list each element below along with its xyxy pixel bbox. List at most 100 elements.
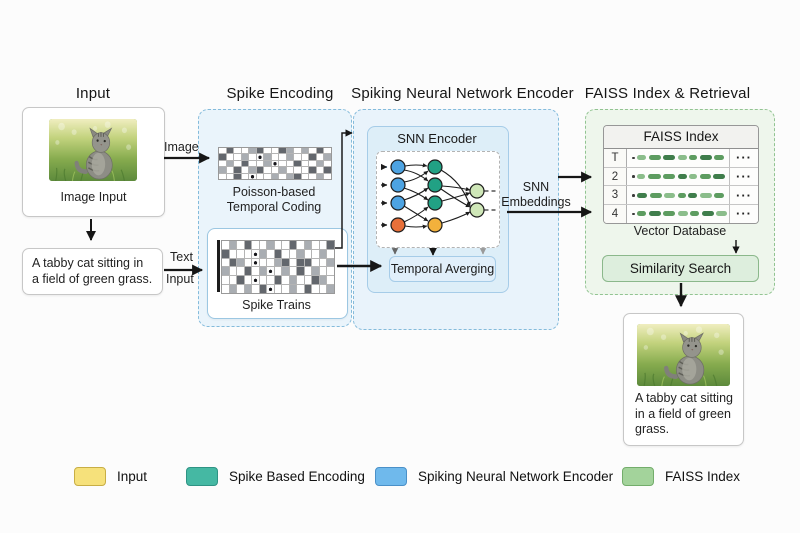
text-input-card: A tabby cat sitting in a field of green … [22, 248, 163, 295]
cat-photo [49, 119, 137, 181]
neural-network-figure [376, 151, 500, 248]
pill-dot [632, 212, 635, 216]
embedding-pill [663, 174, 676, 180]
raster-cell [312, 241, 319, 249]
section-title-spike-encoding: Spike Encoding [226, 85, 334, 102]
raster-cell [244, 258, 252, 267]
raster-cell [279, 148, 286, 154]
raster-cell [222, 241, 229, 249]
raster-cell [282, 249, 289, 258]
raster-cell [282, 276, 289, 285]
faiss-index-table: FAISS Index T···2···3···4··· [603, 125, 759, 224]
raster-cell [264, 173, 271, 179]
embedding-pill [699, 155, 712, 161]
raster-cell [226, 173, 234, 179]
raster-cell [237, 258, 244, 267]
raster-cell [241, 148, 249, 154]
raster-cell [279, 173, 286, 179]
raster-cell [226, 154, 234, 160]
raster-cell [222, 267, 229, 276]
legend-item-spike-encoding: Spike Based Encoding [186, 466, 365, 487]
faiss-row-label: T [604, 149, 627, 167]
embedding-pills [627, 186, 730, 205]
raster-cell [226, 148, 234, 154]
raster-cell [282, 285, 289, 293]
embedding-pill [714, 192, 725, 198]
raster-cell [289, 276, 297, 285]
raster-cell [319, 276, 327, 285]
raster-cell [294, 160, 301, 167]
pill-dot [632, 175, 635, 178]
raster-cell [274, 276, 282, 285]
embedding-pill [716, 211, 728, 217]
vector-database-caption: Vector Database [633, 224, 727, 238]
raster-cell [312, 249, 319, 258]
raster-cell [274, 241, 282, 249]
spike-trains-grid [221, 240, 335, 294]
raster-cell [267, 267, 274, 276]
raster-cell [282, 267, 289, 276]
raster-cell [229, 276, 237, 285]
embedding-pill [689, 155, 698, 161]
embedding-pill [647, 174, 661, 180]
raster-cell [252, 241, 259, 249]
raster-cell [289, 267, 297, 276]
raster-cell [271, 167, 279, 173]
legend-label-faiss: FAISS Index [665, 469, 741, 484]
raster-cell [324, 167, 331, 173]
raster-cell [241, 154, 249, 160]
raster-cell [297, 249, 304, 258]
raster-cell [234, 148, 241, 154]
raster-cell [304, 285, 312, 293]
legend-label-snn-encoder: Spiking Neural Network Encoder [418, 469, 614, 484]
raster-cell [252, 267, 259, 276]
embedding-pill [689, 174, 698, 180]
embedding-pill [713, 174, 726, 180]
raster-cell [309, 148, 316, 154]
raster-cell [274, 285, 282, 293]
spike-trains-caption: Spike Trains [242, 298, 311, 312]
faiss-row: 3··· [604, 186, 758, 206]
raster-cell [294, 167, 301, 173]
raster-cell [249, 148, 256, 154]
raster-cell [312, 285, 319, 293]
raster-cell [234, 173, 241, 179]
raster-cell [289, 285, 297, 293]
raster-cell [297, 241, 304, 249]
raster-cell [267, 276, 274, 285]
poisson-caption-line1: Poisson-based [232, 185, 316, 199]
raster-cell [267, 241, 274, 249]
raster-cell [327, 258, 334, 267]
raster-cell [294, 154, 301, 160]
raster-cell [301, 148, 309, 154]
raster-cell [237, 249, 244, 258]
raster-cell [249, 160, 256, 167]
raster-cell [271, 160, 279, 167]
raster-cell [327, 241, 334, 249]
faiss-row-label: 4 [604, 205, 627, 223]
raster-cell [237, 285, 244, 293]
legend-label-input: Input [117, 469, 148, 484]
legend-item-faiss: FAISS Index [622, 466, 740, 487]
raster-cell [244, 276, 252, 285]
faiss-table-title: FAISS Index [604, 126, 758, 149]
raster-cell [219, 160, 226, 167]
raster-cell [286, 160, 294, 167]
faiss-row-label: 2 [604, 167, 627, 186]
raster-cell [297, 258, 304, 267]
embedding-pill [648, 211, 661, 217]
embedding-pill [663, 155, 676, 161]
raster-cell [252, 258, 259, 267]
raster-cell [219, 173, 226, 179]
image-arrow-label: Image [164, 140, 199, 154]
snn-encoder-title: SNN Encoder [397, 131, 477, 146]
image-input-card: Image Input [22, 107, 165, 217]
embedding-pill [637, 155, 647, 161]
embedding-pill [699, 174, 711, 180]
raster-cell [259, 285, 267, 293]
row-ellipsis: ··· [736, 169, 752, 185]
raster-cell [226, 160, 234, 167]
text-arrow-label-2: Input [166, 272, 194, 286]
raster-cell [222, 249, 229, 258]
embedding-pill [714, 155, 725, 161]
